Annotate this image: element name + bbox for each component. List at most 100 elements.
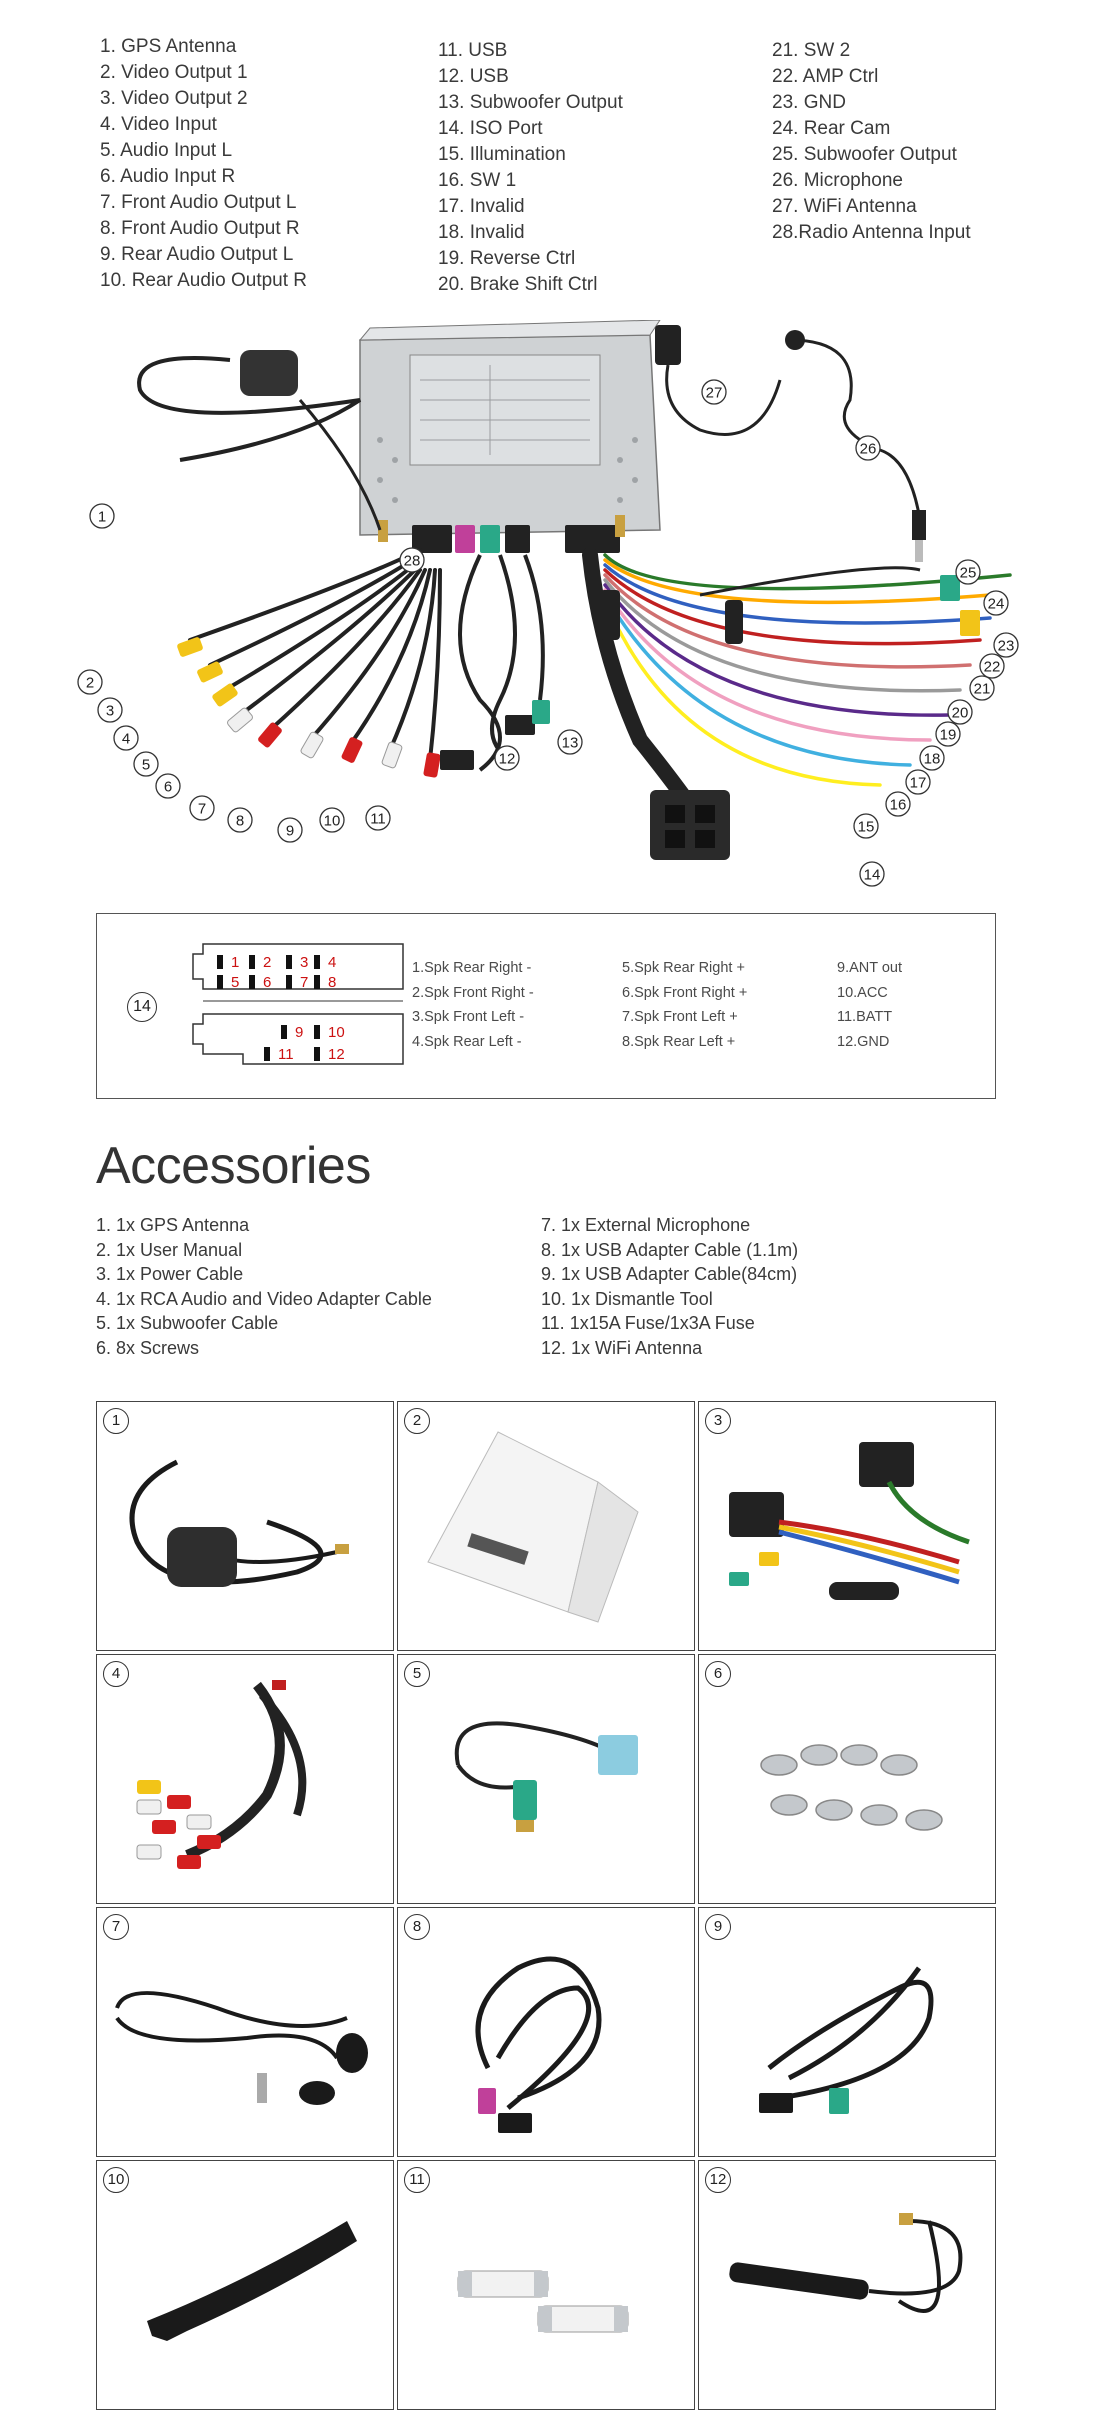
legend-item: 24. Rear Cam: [772, 118, 891, 139]
legend-item: 9. Rear Audio Output L: [100, 244, 294, 265]
photo-cell-dismantle-tool: 10: [96, 2160, 394, 2410]
wiring-marker: 28: [399, 547, 425, 573]
wiring-marker-label: 16: [890, 797, 907, 814]
accessory-item: 3. 1x Power Cable: [96, 1264, 244, 1284]
pin-description: 7.Spk Front Left +: [622, 1009, 738, 1025]
legend-item: 13. Subwoofer Output: [438, 92, 623, 113]
wiring-marker: 18: [919, 745, 945, 771]
screws-photo: [760, 1744, 943, 1831]
pin-block: [314, 1025, 320, 1039]
wiring-marker-label: 18: [924, 751, 941, 768]
wiring-marker: 6: [155, 773, 181, 799]
photo-cell-fuses: 11: [397, 2160, 695, 2410]
wiring-marker-label: 6: [164, 779, 172, 796]
wiring-marker: 1: [89, 503, 115, 529]
photo-number: 12: [705, 2167, 731, 2193]
fuses-photo: [457, 2270, 629, 2333]
wiring-marker: 19: [935, 721, 961, 747]
pin-column-2: 5.Spk Rear Right +6.Spk Front Right +7.S…: [622, 956, 747, 1054]
user-manual-photo: [427, 1431, 639, 1623]
pin-number: 7: [300, 974, 308, 991]
accessory-item: 6. 8x Screws: [96, 1337, 200, 1358]
photo-cell-microphone: 7: [96, 1907, 394, 2157]
legend-item: 1. GPS Antenna: [100, 36, 237, 57]
pin-column-1: 1.Spk Rear Right -2.Spk Front Right -3.S…: [412, 956, 534, 1054]
wiring-marker-label: 22: [984, 659, 1001, 676]
wiring-marker: 14: [859, 861, 885, 887]
pin-number: 8: [328, 974, 336, 991]
accessory-item: 8. 1x USB Adapter Cable (1.1m): [541, 1239, 799, 1260]
photo-number: 4: [103, 1661, 129, 1687]
wiring-marker: 16: [885, 791, 911, 817]
wiring-marker: 26: [855, 435, 881, 461]
pin-number: 12: [328, 1046, 345, 1063]
wiring-marker-label: 9: [286, 823, 294, 840]
pin-block: [314, 1047, 320, 1061]
wiring-marker: 23: [993, 632, 1019, 658]
photo-cell-usb-cable-short: 9: [698, 1907, 996, 2157]
legend-item: 22. AMP Ctrl: [772, 66, 879, 87]
legend-item: 5. Audio Input L: [100, 140, 233, 161]
wiring-marker: 9: [277, 817, 303, 843]
legend-item: 6. Audio Input R: [100, 166, 236, 187]
legend-item: 3. Video Output 2: [100, 88, 248, 109]
legend-item: 10. Rear Audio Output R: [100, 270, 308, 291]
pin-number: 9: [295, 1024, 303, 1041]
pin-block: [264, 1047, 270, 1061]
wiring-marker-label: 28: [404, 553, 421, 570]
wiring-marker-label: 21: [974, 681, 991, 698]
photo-number: 1: [103, 1408, 129, 1434]
photo-cell-gps-antenna: 1: [96, 1401, 394, 1651]
power-cable-photo: [729, 1442, 970, 1600]
photo-cell-power-cable: 3: [698, 1401, 996, 1651]
wiring-marker-label: 24: [988, 596, 1005, 613]
wiring-marker-label: 19: [940, 727, 957, 744]
usb-cable-long-photo: [475, 1956, 602, 2133]
accessory-item: 10. 1x Dismantle Tool: [541, 1288, 713, 1309]
wiring-marker-label: 13: [562, 735, 579, 752]
legend-item: 11. USB: [438, 40, 508, 61]
wiring-marker: 22: [979, 653, 1005, 679]
accessory-item: 4. 1x RCA Audio and Video Adapter Cable: [96, 1288, 432, 1309]
wiring-marker-label: 17: [910, 775, 927, 792]
pin-block: [281, 1025, 287, 1039]
legend-item: 21. SW 2: [772, 40, 851, 61]
pin-description: 1.Spk Rear Right -: [412, 960, 532, 976]
photo-number: 2: [404, 1408, 430, 1434]
accessory-item: 9. 1x USB Adapter Cable(84cm): [541, 1264, 798, 1284]
photo-number: 9: [705, 1914, 731, 1940]
microphone-photo: [115, 1991, 368, 2105]
wiring-marker-label: 5: [142, 757, 150, 774]
accessory-item: 1. 1x GPS Antenna: [96, 1215, 250, 1235]
legend-item: 23. GND: [772, 92, 846, 113]
usb-cables: [440, 554, 550, 772]
pin-block: [217, 975, 223, 989]
wiring-marker-label: 12: [499, 751, 516, 768]
wiring-marker: 3: [97, 697, 123, 723]
legend-column-3: 21. SW 2 22. AMP Ctrl 23. GND 24. Rear Cam 2…: [772, 38, 971, 246]
wiring-marker: 21: [969, 675, 995, 701]
wiring-marker-label: 20: [952, 705, 969, 722]
pin-description: 11.BATT: [837, 1009, 893, 1025]
legend-item: 7. Front Audio Output L: [100, 192, 297, 213]
legend-item: 8. Front Audio Output R: [100, 218, 300, 239]
pin-block: [249, 975, 255, 989]
wiring-marker: 2: [77, 669, 103, 695]
photo-number: 10: [103, 2167, 129, 2193]
subwoofer-cable-photo: [454, 1721, 638, 1832]
pin-description: 5.Spk Rear Right +: [622, 960, 745, 976]
legend-item: 25. Subwoofer Output: [772, 144, 957, 165]
legend-item: 17. Invalid: [438, 196, 525, 217]
wiring-marker-label: 1: [98, 509, 106, 526]
pin-description: 12.GND: [837, 1033, 890, 1050]
wiring-marker-label: 26: [860, 441, 877, 458]
wifi-antenna-photo: [729, 2213, 963, 2313]
photo-cell-wifi-antenna: 12: [698, 2160, 996, 2410]
legend-item: 12. USB: [438, 66, 509, 87]
